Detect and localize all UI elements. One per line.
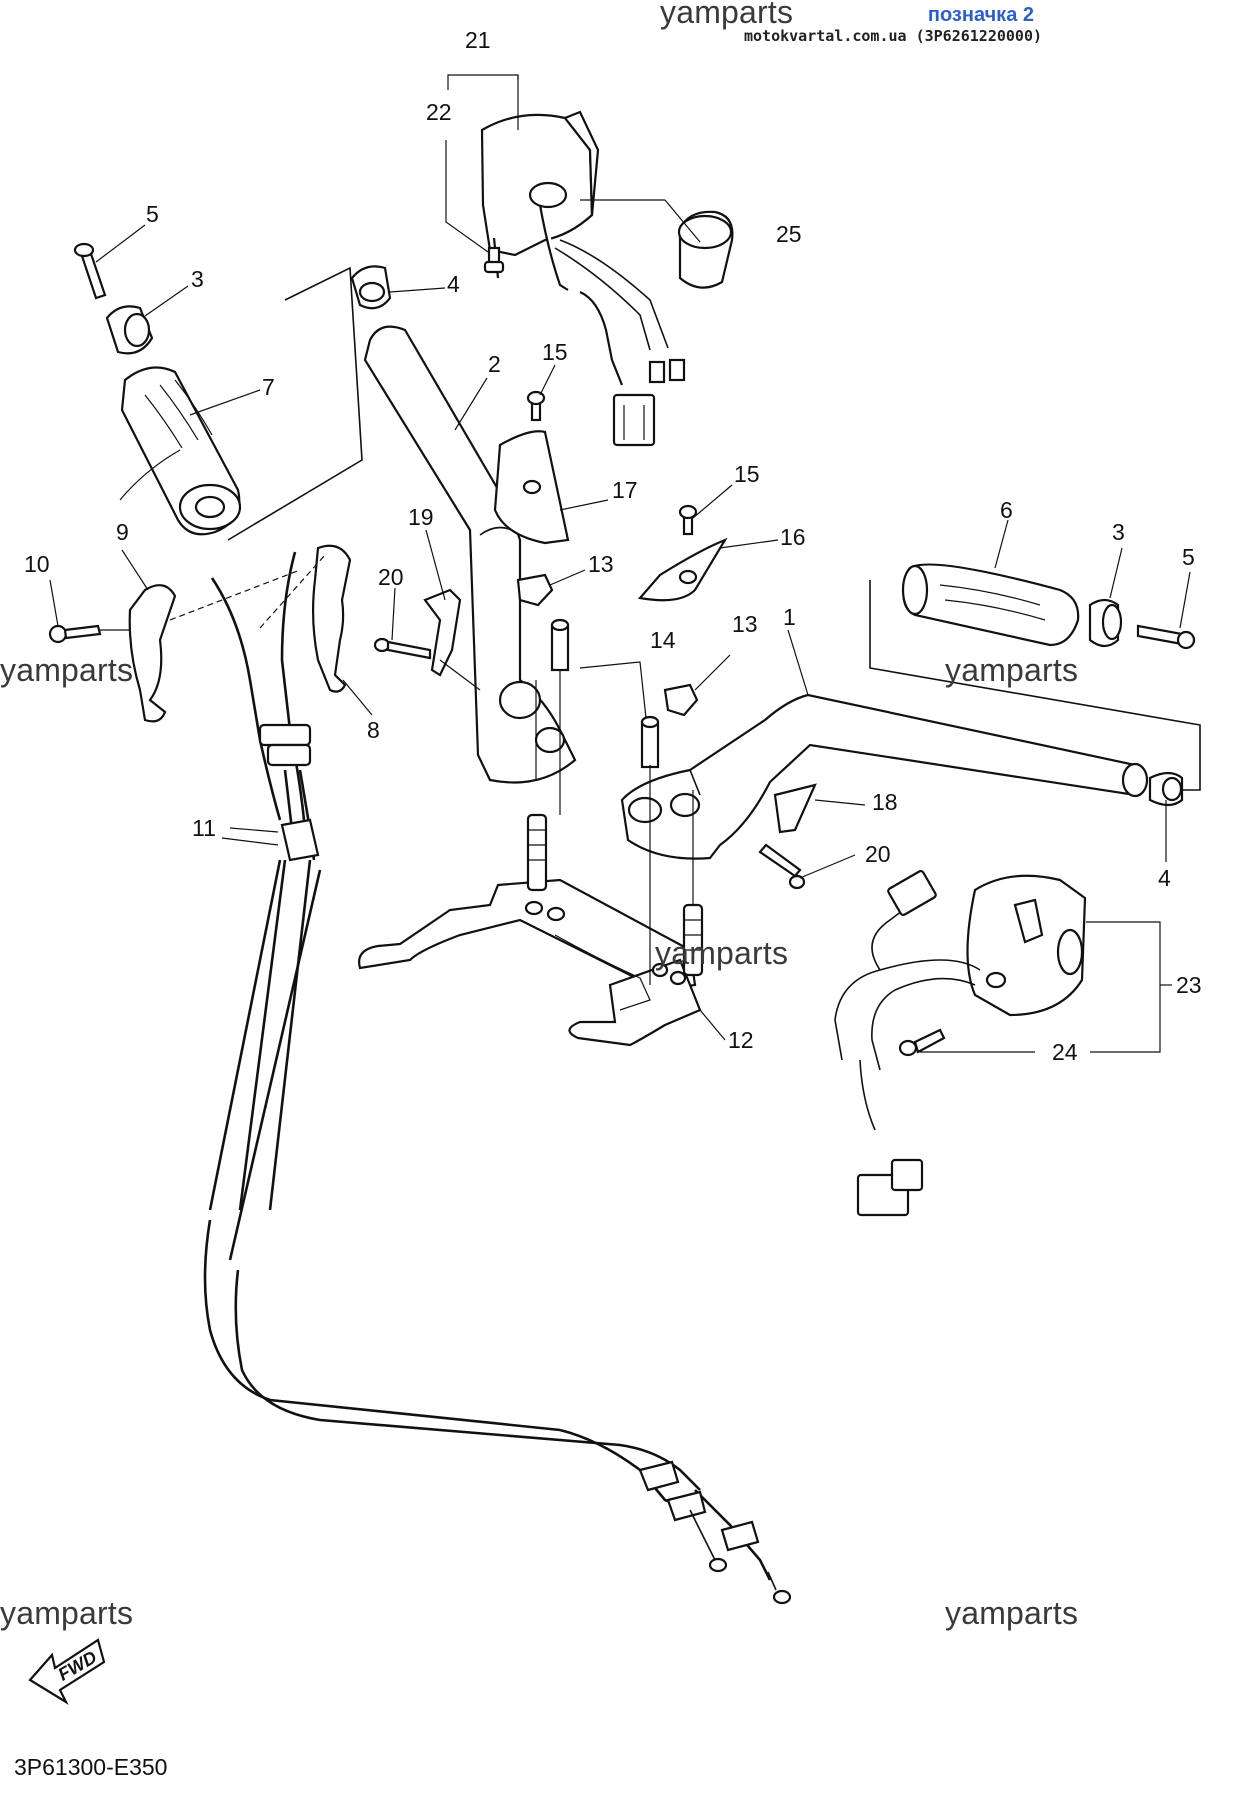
handlebar-2 [363,325,577,784]
diagram-code: 3P61300-E350 [14,1754,168,1780]
watermark-right-bottom: yamparts [945,1595,1079,1631]
watermark-left-mid: yamparts [0,652,134,688]
left-grip-bracket [227,266,363,541]
bracket-16 [637,537,728,602]
screw-5-left [73,242,107,300]
ring-25 [677,210,734,289]
screw-20-left [373,637,432,660]
header-site: motokvartal.com.ua (3P6261220000) [743,27,1042,45]
holder-9 [128,584,177,723]
bolt-14-a [550,618,570,672]
watermark-center: yamparts [655,935,789,971]
screw-22 [483,246,505,274]
callout-20: 20 [865,841,891,867]
screw-20-right [758,843,806,890]
callout-13: 13 [588,551,614,577]
callout-3: 3 [191,266,204,292]
left-switch-assembly-23 [834,870,1087,1217]
screw-15-left [526,390,546,422]
callout-24: 24 [1052,1039,1078,1065]
callout-2: 2 [488,351,501,377]
callout-10: 10 [24,551,50,577]
holder-12 [358,813,704,1047]
callout-20: 20 [378,564,404,590]
weight-4-right [1148,771,1184,807]
callout-11: 11 [192,815,216,841]
grip-7 [120,366,242,536]
grip-6 [901,563,1080,647]
callout-23: 23 [1176,972,1202,998]
screw-24 [898,1028,946,1057]
callout-numbers: 21 22 25 5 3 4 2 15 7 17 19 15 9 10 6 3 … [24,27,1202,1065]
callout-18: 18 [872,789,898,815]
nut-13-right [663,683,699,717]
fwd-arrow-icon: FWD [28,1638,106,1705]
bracket-18 [773,783,817,834]
callout-21: 21 [465,27,491,53]
throttle-cables-11 [203,551,792,1605]
nut-13-left [516,573,554,607]
screw-15-right [678,504,698,536]
right-grip-bracket [869,580,1201,791]
callout-25: 25 [776,221,802,247]
header-label: позначка 2 [927,4,1034,26]
right-switch-assembly [480,110,686,447]
callout-3: 3 [1112,519,1125,545]
callout-7: 7 [262,374,275,400]
callout-8: 8 [367,717,380,743]
callout-1: 1 [783,604,796,630]
callout-13: 13 [732,611,758,637]
screw-10 [48,624,102,644]
callout-5: 5 [1182,544,1195,570]
bracket-21 [447,74,519,90]
watermark-right-mid: yamparts [945,652,1079,688]
callout-4: 4 [1158,865,1171,891]
bolt-14-b [640,715,660,769]
callout-15: 15 [542,339,568,365]
callout-17: 17 [612,477,638,503]
callout-4: 4 [447,271,460,297]
callout-9: 9 [116,519,129,545]
bracket-23 [1086,921,1161,1053]
callout-15: 15 [734,461,760,487]
screw-5-right [1136,624,1196,650]
leader-lines [49,224,1191,1041]
weight-3-right [1088,598,1123,648]
handlebar-1 [620,693,1149,860]
callout-16: 16 [780,524,806,550]
bracket-17 [493,430,570,545]
weight-3-left [105,305,154,355]
bracket-19 [423,588,462,677]
callout-22: 22 [426,99,452,125]
watermark-left-bottom: yamparts [0,1595,134,1631]
callout-14: 14 [650,627,676,653]
weight-4-left [350,265,392,310]
holder-8 [312,544,352,693]
callout-5: 5 [146,201,159,227]
watermark-top: yamparts [660,0,794,30]
callout-6: 6 [1000,497,1013,523]
callout-19: 19 [408,504,434,530]
callout-12: 12 [728,1027,754,1053]
